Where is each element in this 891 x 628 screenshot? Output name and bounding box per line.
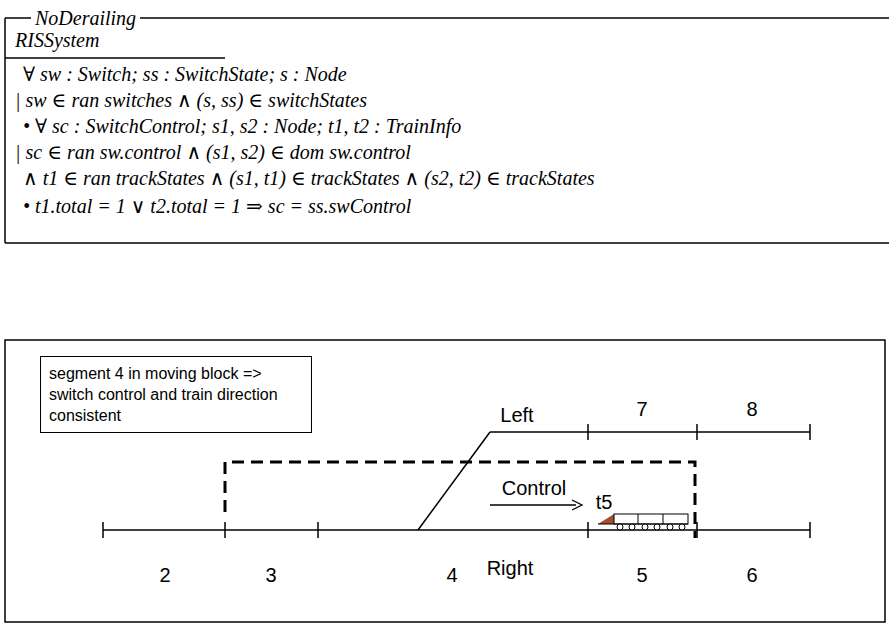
arrow-label: Control	[502, 477, 566, 499]
note-text: segment 4 in moving block => switch cont…	[49, 363, 303, 426]
predicate-line: | sc ∈ ran sw.control ∧ (s1, s2) ∈ dom s…	[15, 140, 411, 164]
control-arrow	[490, 504, 576, 505]
moving-block	[225, 462, 695, 538]
schema-left	[4, 18, 6, 243]
train	[598, 514, 688, 530]
note-box: segment 4 in moving block => switch cont…	[40, 356, 312, 433]
predicate-line: ∀ sw : Switch; ss : SwitchState; s : Nod…	[23, 62, 347, 86]
predicate-line: | sw ∈ ran switches ∧ (s, ss) ∈ switchSt…	[15, 88, 367, 112]
segment-number: 4	[446, 564, 457, 586]
schema-separator	[5, 57, 225, 59]
segment-number: 2	[159, 564, 170, 586]
schema-box: NoDerailingRISSystem ∀ sw : Switch; ss : …	[5, 4, 890, 244]
segment-number: 8	[746, 398, 757, 420]
train-label: t5	[596, 491, 613, 513]
predicate-line: • t1.total = 1 ∨ t2.total = 1 ⇒ sc = ss.…	[23, 194, 411, 218]
schema-name: NoDerailing	[31, 6, 140, 30]
segment-number: 5	[636, 564, 647, 586]
track-label: Right	[487, 557, 534, 579]
track-label: Left	[500, 404, 533, 426]
segment-number: 7	[636, 398, 647, 420]
segment-number: 3	[265, 564, 276, 586]
frame	[5, 340, 885, 622]
predicate-line: • ∀ sc : SwitchControl; s1, s2 : Node; t…	[23, 114, 461, 138]
schema-declaration: RISSystem	[15, 28, 99, 52]
control-arrowhead	[572, 500, 582, 510]
segment-number: 6	[746, 564, 757, 586]
track	[103, 424, 810, 538]
schema-bottom	[5, 242, 889, 244]
predicate-line: ∧ t1 ∈ ran trackStates ∧ (s1, t1) ∈ trac…	[23, 166, 595, 190]
